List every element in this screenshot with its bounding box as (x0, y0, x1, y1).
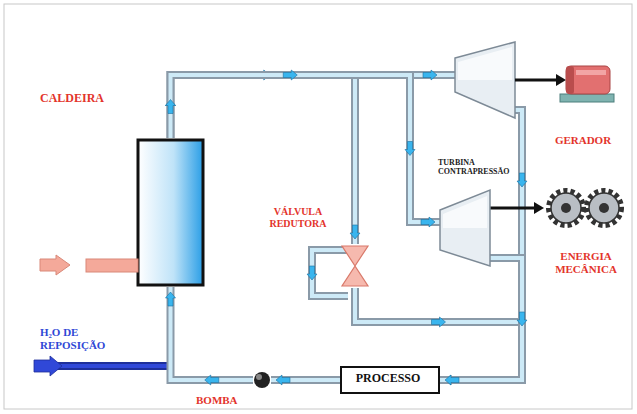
node-label: CALDEIRA (40, 92, 150, 106)
make-up-arrow (34, 356, 62, 376)
node-label: GERADOR (548, 134, 618, 147)
pipe-connector (271, 375, 340, 385)
pump: BOMBA (196, 370, 276, 412)
node-label: PROCESSO (340, 372, 436, 386)
pipe-connector (440, 258, 527, 385)
shaft-arrow (515, 74, 566, 86)
boiler: CALDEIRA (38, 92, 213, 288)
backpressure-turbine: TURBINA CONTRAPRESSÃO (438, 158, 518, 272)
pipe-connector (166, 287, 254, 385)
frame (4, 4, 632, 409)
turbine-symbol (455, 42, 515, 118)
node-label: ENERGIA MECÂNICA (540, 250, 632, 275)
node-label: BOMBA (196, 394, 246, 407)
reducing-valve: VÁLVULA REDUTORA (262, 206, 377, 294)
node-label: VÁLVULA REDUTORA (262, 206, 334, 229)
boiler-symbol (38, 92, 213, 288)
node-label: TURBINA CONTRAPRESSÃO (438, 158, 518, 176)
shaft-connector (490, 202, 544, 214)
pipe-connector (166, 70, 441, 227)
process-box: PROCESSO (340, 366, 440, 394)
generator: GERADOR (548, 58, 618, 150)
stream-label: H₂O DE REPOSIÇÃO (40, 326, 140, 351)
mechanical-energy: ENERGIA MECÂNICA (540, 160, 632, 290)
